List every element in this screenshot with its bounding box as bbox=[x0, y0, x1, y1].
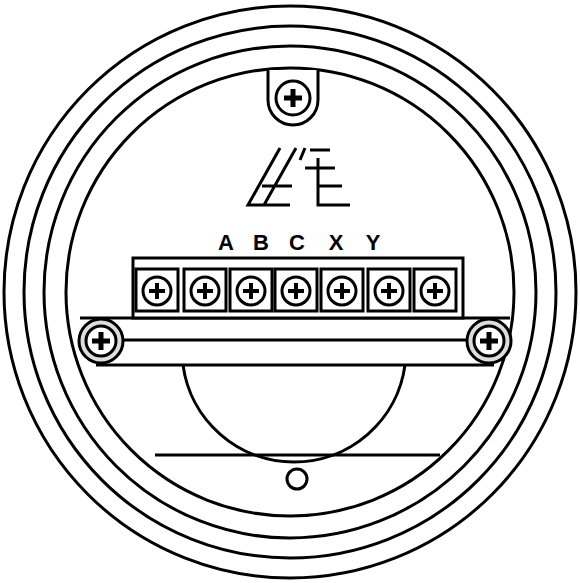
screw-head bbox=[474, 326, 504, 356]
terminal-cell bbox=[368, 269, 410, 311]
terminal-label: X bbox=[329, 232, 344, 254]
terminal-screw bbox=[328, 277, 356, 305]
screw bbox=[79, 319, 123, 363]
terminal-cell bbox=[275, 269, 317, 311]
terminals bbox=[136, 269, 456, 311]
terminal-slot bbox=[381, 283, 397, 299]
terminal-slot bbox=[334, 283, 350, 299]
terminal-screw bbox=[191, 277, 219, 305]
screw bbox=[276, 81, 310, 115]
terminal-screw bbox=[421, 277, 449, 305]
base-edge bbox=[155, 454, 440, 457]
mounting-bar bbox=[80, 318, 510, 365]
outer-ring bbox=[4, 6, 576, 578]
terminal-cell bbox=[136, 269, 178, 311]
terminal-cell bbox=[184, 269, 226, 311]
cable-recess bbox=[183, 365, 405, 462]
terminal-cell bbox=[414, 269, 456, 311]
terminal-block bbox=[133, 258, 463, 318]
hole bbox=[287, 469, 307, 489]
terminal-screw bbox=[375, 277, 403, 305]
terminal-cell bbox=[230, 269, 272, 311]
screw-head bbox=[86, 326, 116, 356]
terminal-label: A bbox=[218, 232, 234, 254]
terminal-slot bbox=[243, 283, 259, 299]
screw-tab bbox=[268, 70, 318, 125]
cover-edge bbox=[66, 68, 514, 516]
middle-ring bbox=[24, 26, 556, 558]
screw-slot bbox=[92, 332, 110, 350]
terminal-slot bbox=[288, 283, 304, 299]
terminal-slot bbox=[149, 283, 165, 299]
screw-slot bbox=[480, 332, 498, 350]
screw bbox=[467, 319, 511, 363]
terminal-label: Y bbox=[366, 232, 381, 254]
terminal-screw bbox=[282, 277, 310, 305]
terminal-slot bbox=[197, 283, 213, 299]
terminal-screw bbox=[143, 277, 171, 305]
terminal-label: C bbox=[289, 232, 305, 254]
screw-slot bbox=[284, 89, 302, 107]
terminal-cell bbox=[321, 269, 363, 311]
terminal-slot bbox=[427, 283, 443, 299]
terminal-screw bbox=[237, 277, 265, 305]
inner-ring bbox=[44, 46, 536, 538]
logo-symbol bbox=[248, 148, 350, 205]
terminal-label: B bbox=[253, 232, 269, 254]
